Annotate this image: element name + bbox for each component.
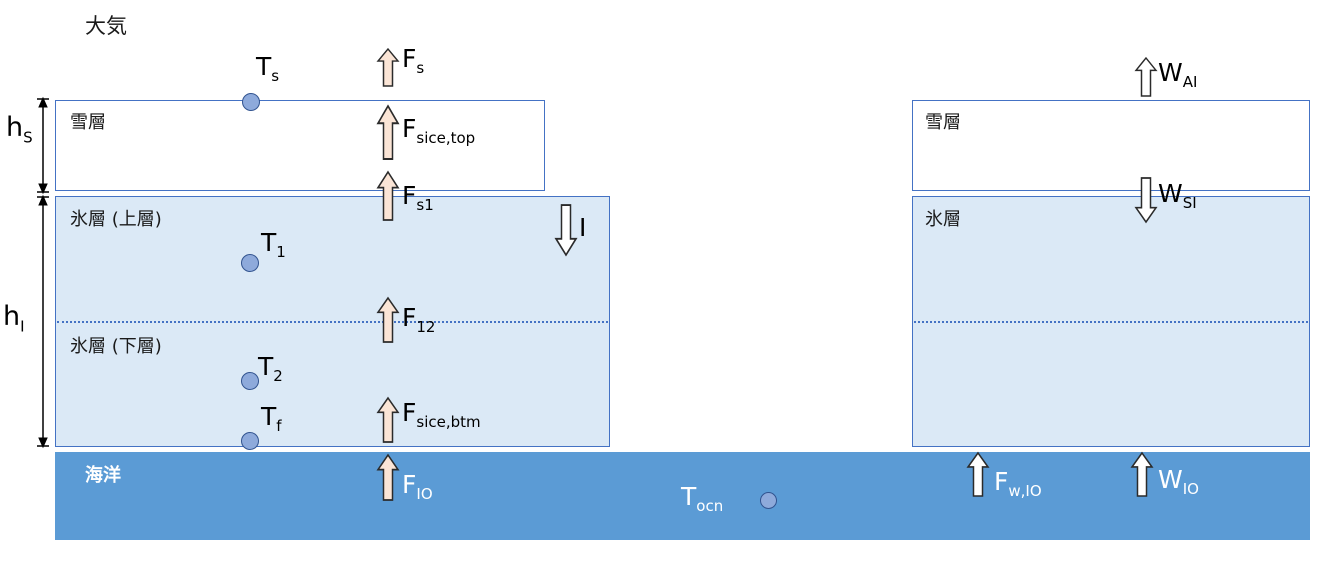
fs-label: Fs <box>402 44 425 77</box>
t2-label: T2 <box>258 352 283 385</box>
ocean-band <box>55 452 1310 540</box>
tocn-label: Tocn <box>681 482 724 515</box>
wsi-label: WSI <box>1158 179 1197 212</box>
hs-label: hS <box>6 112 33 147</box>
right-ice-mid-dotted-line <box>914 321 1308 323</box>
atmosphere-label: 大気 <box>85 14 127 38</box>
ts-temperature-point <box>242 93 260 111</box>
left-snow-layer-box <box>55 100 545 191</box>
i-label: I <box>579 213 587 242</box>
left-ice-upper-label: 氷層 (上層) <box>70 209 162 230</box>
t1-label: T1 <box>261 228 286 261</box>
fs1-label: Fs1 <box>402 181 434 214</box>
f12-label: F12 <box>402 303 436 336</box>
i-penetrating-down-arrow-icon <box>554 204 578 257</box>
wai-up-arrow-icon <box>1134 56 1158 97</box>
ocean-label: 海洋 <box>85 465 121 486</box>
fsice-btm-flux-up-arrow-icon <box>376 396 400 443</box>
ts-label: Ts <box>256 52 280 85</box>
fsice-top-label: Fsice,top <box>402 114 476 147</box>
fio-flux-up-arrow-icon <box>376 453 400 501</box>
tocn-temperature-point <box>760 492 777 509</box>
wai-label: WAI <box>1158 58 1198 91</box>
t1-temperature-point <box>241 254 259 272</box>
t2-temperature-point <box>241 372 259 390</box>
tf-label: Tf <box>261 402 282 435</box>
left-snow-layer-label: 雪層 <box>70 112 106 133</box>
hs-extent-arrow-icon <box>37 96 49 195</box>
right-ice-layer-label: 氷層 <box>925 209 961 230</box>
fwio-label: Fw,IO <box>994 467 1042 500</box>
fs-flux-up-arrow-icon <box>376 47 400 87</box>
fsice-btm-label: Fsice,btm <box>402 398 481 431</box>
wsi-down-arrow-icon <box>1134 177 1158 224</box>
hi-label: hI <box>3 301 25 336</box>
wio-up-arrow-icon <box>1130 451 1154 497</box>
fsice-top-flux-up-arrow-icon <box>376 104 400 160</box>
wio-label: WIO <box>1158 465 1199 498</box>
right-snow-layer-box <box>912 100 1310 191</box>
right-snow-layer-label: 雪層 <box>925 112 961 133</box>
left-ice-mid-dotted-line <box>57 321 608 323</box>
f12-flux-up-arrow-icon <box>376 296 400 343</box>
fs1-flux-up-arrow-icon <box>376 170 400 221</box>
tf-temperature-point <box>241 432 259 450</box>
hi-extent-arrow-icon <box>37 194 49 449</box>
left-ice-lower-label: 氷層 (下層) <box>70 336 162 357</box>
fwio-up-arrow-icon <box>966 451 990 497</box>
fio-label: FIO <box>402 470 433 503</box>
